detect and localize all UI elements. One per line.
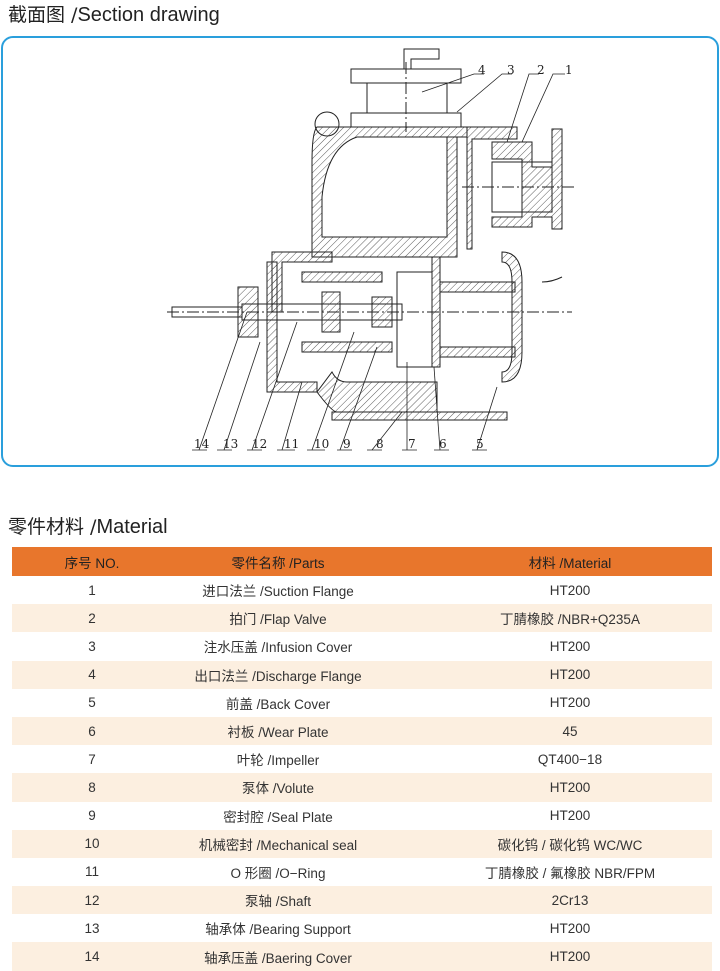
material-title-en: Material [96, 516, 168, 538]
table-row: 3 注水压盖 /Infusion Cover HT200 [12, 632, 712, 660]
cell-parts: 叶轮 /Impeller [236, 753, 320, 769]
label-7: 7 [408, 437, 416, 451]
cell-material: HT200 [549, 808, 591, 824]
label-11: 11 [284, 437, 299, 451]
cell-no: 6 [88, 723, 96, 739]
cell-no: 11 [84, 864, 99, 880]
cell-no: 1 [88, 582, 96, 598]
label-13: 13 [223, 437, 238, 451]
table-row: 5 前盖 /Back Cover HT200 [12, 689, 712, 717]
cell-material: 丁腈橡胶 /NBR+Q235A [500, 612, 640, 628]
section-title-en: Section drawing [77, 4, 220, 26]
cell-parts: 注水压盖 /Infusion Cover [203, 640, 353, 656]
cell-parts: 出口法兰 /Discharge Flange [194, 668, 362, 684]
label-6: 6 [439, 437, 447, 451]
table-row: 10 机械密封 /Mechanical seal 碳化钨 / 碳化钨 WC/WC [12, 829, 712, 858]
cell-material: QT400−18 [537, 751, 603, 767]
label-5: 5 [476, 437, 484, 451]
header-material: 材料 /Material [528, 555, 612, 571]
label-4: 4 [478, 63, 486, 77]
cell-no: 10 [84, 836, 100, 852]
cell-no: 3 [88, 638, 96, 654]
cell-parts: 前盖 /Back Cover [225, 696, 331, 712]
volute-bottom [331, 411, 508, 421]
table-row: 14 轴承压盖 /Baering Cover HT200 [12, 942, 712, 971]
header-no: 序号 NO. [64, 555, 120, 571]
material-title: 零件材料 /Material [8, 512, 168, 539]
label-3: 3 [507, 63, 515, 77]
cell-material: HT200 [549, 667, 591, 683]
impeller [396, 271, 433, 368]
bearing-support [266, 261, 318, 393]
cell-material: HT200 [549, 582, 591, 598]
cell-no: 13 [84, 920, 100, 936]
label-2: 2 [537, 63, 545, 77]
table-row: 2 拍门 /Flap Valve 丁腈橡胶 /NBR+Q235A [12, 604, 712, 633]
table-row: 9 密封腔 /Seal Plate HT200 [12, 802, 712, 830]
header-parts: 零件名称 /Parts [231, 555, 325, 571]
cell-material: 45 [562, 723, 578, 739]
cell-parts: O 形圈 /O−Ring [230, 865, 326, 881]
part-number-labels: 1 2 3 4 5 6 7 8 9 10 11 12 13 14 [194, 63, 573, 451]
section-title-cn: 截面图 / [8, 4, 78, 26]
cell-parts: 密封腔 /Seal Plate [223, 809, 333, 825]
handle [403, 48, 440, 70]
drawing-frame: 1 2 3 4 5 6 7 8 9 10 11 12 13 14 [1, 36, 719, 467]
leader-lines [192, 73, 565, 451]
cell-no: 4 [88, 667, 96, 683]
cell-material: HT200 [549, 920, 591, 936]
cell-parts: 轴承体 /Bearing Support [205, 922, 351, 938]
table-row: 11 O 形圈 /O−Ring 丁腈橡胶 / 氟橡胶 NBR/FPM [12, 858, 712, 886]
table-row: 4 出口法兰 /Discharge Flange HT200 [12, 660, 712, 689]
table-row: 8 泵体 /Volute HT200 [12, 773, 712, 802]
cell-material: 丁腈橡胶 / 氟橡胶 NBR/FPM [484, 865, 656, 881]
cell-parts: 泵体 /Volute [241, 781, 315, 797]
cell-material: HT200 [549, 695, 591, 711]
section-drawing: 1 2 3 4 5 6 7 8 9 10 11 12 13 14 [167, 48, 577, 451]
label-10: 10 [314, 437, 329, 451]
cell-no: 14 [84, 949, 100, 965]
label-1: 1 [565, 63, 573, 77]
cell-parts: 衬板 /Wear Plate [227, 725, 329, 741]
cell-material: 2Cr13 [551, 892, 589, 908]
cell-material: 碳化钨 / 碳化钨 WC/WC [497, 837, 643, 853]
label-14: 14 [194, 437, 210, 451]
cell-no: 9 [88, 808, 96, 824]
table-row: 6 衬板 /Wear Plate 45 [12, 716, 712, 746]
section-title: 截面图 /Section drawing [8, 0, 220, 27]
label-8: 8 [376, 437, 384, 451]
suction-flange [491, 128, 563, 230]
cell-parts: 进口法兰 /Suction Flange [202, 584, 354, 600]
volute-top [311, 126, 468, 258]
cell-parts: 轴承压盖 /Baering Cover [204, 950, 352, 966]
cell-no: 2 [88, 610, 96, 626]
cell-parts: 机械密封 /Mechanical seal [198, 837, 358, 853]
material-table: 序号 NO. 零件名称 /Parts 材料 /Material 1 进口法兰 /S… [12, 547, 712, 971]
cell-no: 5 [88, 695, 96, 711]
cell-material: HT200 [549, 949, 591, 965]
table-row: 7 叶轮 /Impeller QT400−18 [12, 745, 712, 773]
cell-no: 12 [84, 892, 100, 908]
table-header: 序号 NO. 零件名称 /Parts 材料 /Material [12, 547, 712, 576]
material-title-cn: 零件材料 / [8, 516, 97, 538]
back-cover [501, 251, 523, 383]
cell-no: 7 [88, 751, 96, 767]
cell-parts: 拍门 /Flap Valve [229, 612, 327, 628]
cell-parts: 泵轴 /Shaft [244, 894, 312, 910]
cell-material: HT200 [549, 638, 591, 654]
table-row: 1 进口法兰 /Suction Flange HT200 [12, 576, 712, 604]
table-row: 12 泵轴 /Shaft 2Cr13 [12, 886, 712, 915]
label-12: 12 [252, 437, 267, 451]
cell-material: HT200 [549, 779, 591, 795]
cell-no: 8 [88, 779, 96, 795]
table-row: 13 轴承体 /Bearing Support HT200 [12, 914, 712, 942]
label-9: 9 [343, 437, 351, 451]
